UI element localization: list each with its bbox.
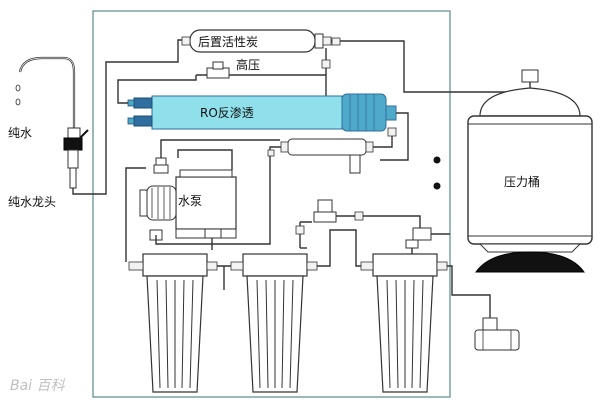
carbon-to-tank-pipe bbox=[331, 40, 531, 93]
waste-water-valve bbox=[405, 227, 432, 249]
flush-valve bbox=[280, 138, 374, 174]
pure-water-faucet bbox=[18, 56, 89, 189]
pipe-connector bbox=[354, 211, 364, 221]
filter-link-pipe bbox=[217, 265, 231, 290]
valve-bypass-pipe bbox=[269, 135, 393, 150]
pipe-connector bbox=[321, 59, 331, 69]
waste-drain-pipe bbox=[447, 265, 491, 318]
high-pressure-label: 高压 bbox=[236, 57, 260, 72]
inlet-solenoid-valve bbox=[313, 199, 337, 223]
post-carbon-label: 后置活性炭 bbox=[198, 35, 258, 49]
watermark: Bai 百科 bbox=[10, 378, 66, 394]
pre-filter-3 bbox=[360, 253, 448, 393]
faucet-feed-pipe bbox=[72, 39, 190, 195]
pump-to-ro-pipe bbox=[160, 139, 280, 158]
pump-loop-pipe bbox=[125, 156, 271, 262]
ro-outlet-pipe bbox=[380, 112, 409, 161]
ro-membrane bbox=[127, 93, 397, 132]
cabinet-frame bbox=[92, 10, 451, 398]
post-carbon-filter bbox=[181, 29, 332, 53]
water-pump bbox=[139, 157, 237, 241]
pure-water-faucet-label: 纯水龙头 bbox=[8, 195, 56, 209]
high-pressure-switch bbox=[206, 61, 230, 79]
ro-membrane-label: RO反渗透 bbox=[200, 105, 254, 120]
ro-inlet-pipe bbox=[117, 75, 197, 104]
water-pump-label: 水泵 bbox=[178, 194, 202, 208]
pipe-connector bbox=[267, 149, 275, 157]
indicator-dot bbox=[433, 182, 441, 190]
filter-link-pipe bbox=[317, 229, 361, 267]
pure-water-label: 纯水 bbox=[8, 126, 32, 140]
indicator-dot bbox=[433, 156, 441, 164]
water-drops bbox=[15, 84, 21, 106]
pre-filter-2 bbox=[230, 253, 318, 393]
pipe-connector bbox=[387, 127, 397, 137]
pressure-tank bbox=[467, 69, 593, 273]
drain-fitting bbox=[474, 317, 520, 351]
pressure-tank-label: 压力桶 bbox=[504, 174, 540, 189]
pipe-connector bbox=[295, 225, 305, 235]
pre-filter-1 bbox=[128, 253, 218, 393]
pump-return-pipe bbox=[177, 149, 233, 170]
pipe-connector bbox=[331, 37, 341, 46]
